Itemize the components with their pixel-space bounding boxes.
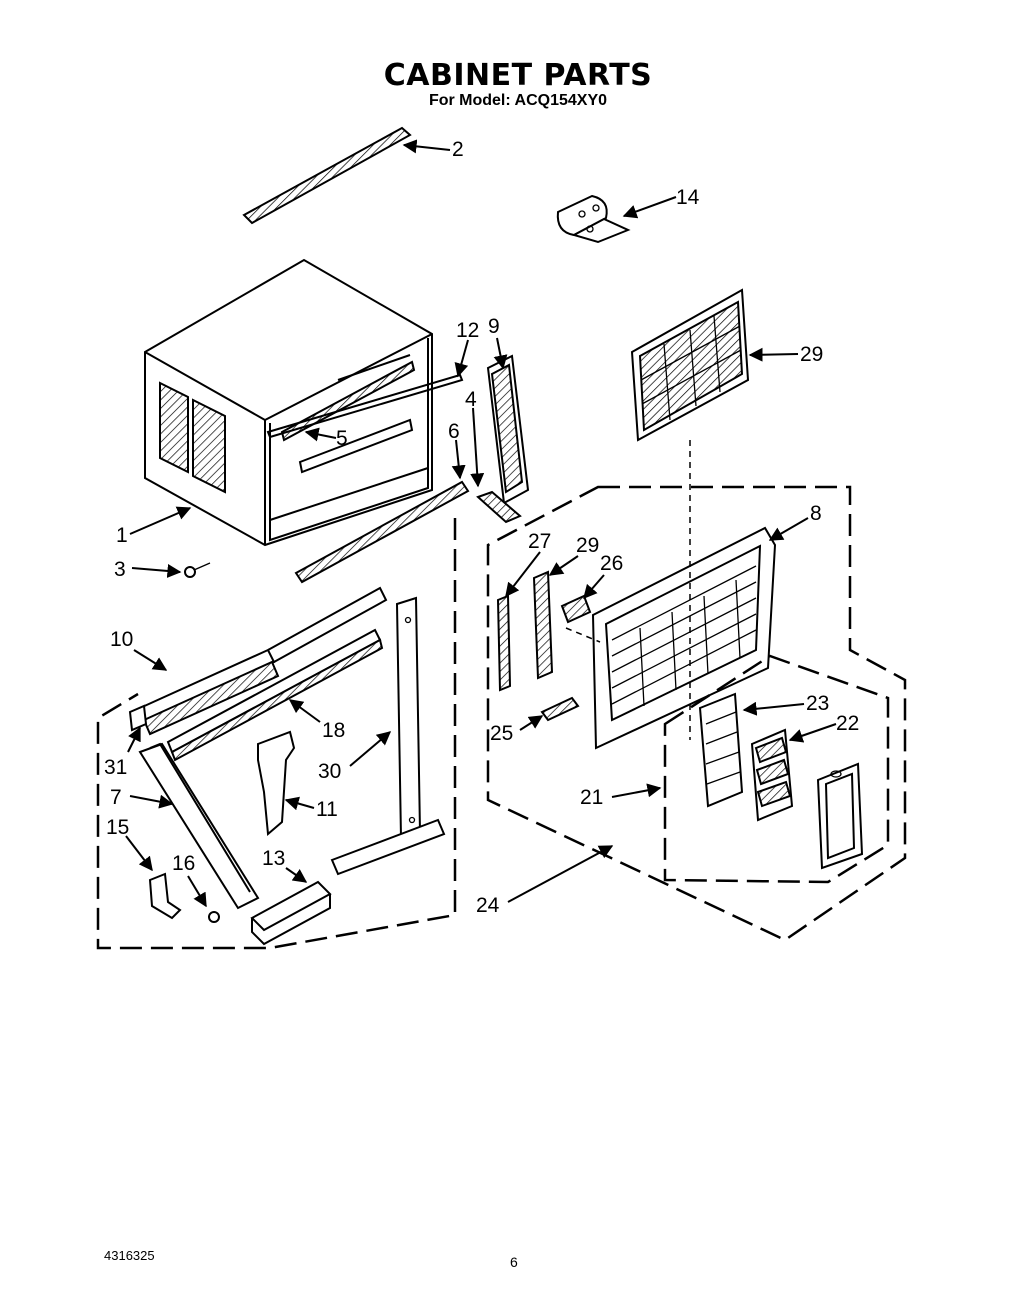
part-31-clip <box>128 704 148 732</box>
callout-4: 4 <box>465 388 477 411</box>
part-26-strip <box>496 594 512 692</box>
part-11-bracket <box>257 730 296 837</box>
part-25-label <box>560 594 592 624</box>
callout-30: 30 <box>318 760 341 783</box>
part-14-bracket <box>556 194 631 244</box>
part-1-cabinet <box>144 258 433 547</box>
group-boundary-left <box>96 518 457 950</box>
callout-27: 29 <box>576 534 599 557</box>
callout-31: 31 <box>104 756 127 779</box>
callout-12: 12 <box>456 319 479 342</box>
callout-21: 22 <box>836 712 859 735</box>
part-30-vertical-bar <box>395 596 422 840</box>
part-29-grille <box>630 288 750 442</box>
page-number: 6 <box>510 1254 518 1270</box>
callout-23: 24 <box>476 894 500 917</box>
part-8-front-panel <box>591 526 777 750</box>
part-3-screw <box>184 562 211 578</box>
part-2-top-rail <box>242 126 412 225</box>
callout-6: 6 <box>448 420 460 443</box>
part-16-screw <box>208 911 220 923</box>
callout-2: 2 <box>452 138 464 161</box>
leader-lines <box>125 139 837 908</box>
model-subtitle: For Model: ACQ154XY0 <box>428 92 608 109</box>
part-4-block <box>476 490 522 524</box>
part-21-frame <box>750 728 794 822</box>
part-6-rail <box>294 480 470 584</box>
callout-22: 23 <box>806 692 829 715</box>
part-24-block <box>540 696 580 722</box>
group-boundary-20 <box>663 654 890 884</box>
callout-14: 14 <box>676 186 700 209</box>
part-12-strip <box>266 373 464 439</box>
part-22-bracket <box>698 692 744 808</box>
callout-8: 8 <box>810 502 822 525</box>
part-20-housing <box>816 762 864 870</box>
part-15-mount-bracket <box>148 872 182 920</box>
document-number: 4316325 <box>104 1248 155 1263</box>
callout-18: 18 <box>322 719 345 742</box>
callout-5: 5 <box>336 427 348 450</box>
callout-9: 9 <box>488 315 500 338</box>
callout-16: 16 <box>172 852 195 875</box>
callout-26: 27 <box>528 530 551 553</box>
callout-13: 13 <box>262 847 285 870</box>
part-9-filter-panel <box>486 354 530 505</box>
part-18-rail <box>166 628 384 762</box>
group-boundary-right-23 <box>486 485 907 942</box>
part-13-channel <box>250 818 446 946</box>
part-27-block <box>532 570 554 680</box>
callout-15: 15 <box>106 816 129 839</box>
callout-3: 3 <box>114 558 126 581</box>
part-7-support-leg <box>138 742 260 910</box>
alignment-dotted-line <box>565 440 691 740</box>
callout-7: 7 <box>110 786 122 809</box>
page-title: CABINET PARTS <box>383 58 653 93</box>
callout-20: 21 <box>580 786 603 809</box>
callout-29: 29 <box>800 343 823 366</box>
callout-1: 1 <box>116 524 128 547</box>
callout-11: 11 <box>316 798 338 821</box>
callout-10: 10 <box>110 628 133 651</box>
callout-25: 26 <box>600 552 623 575</box>
callout-24: 25 <box>490 722 513 745</box>
